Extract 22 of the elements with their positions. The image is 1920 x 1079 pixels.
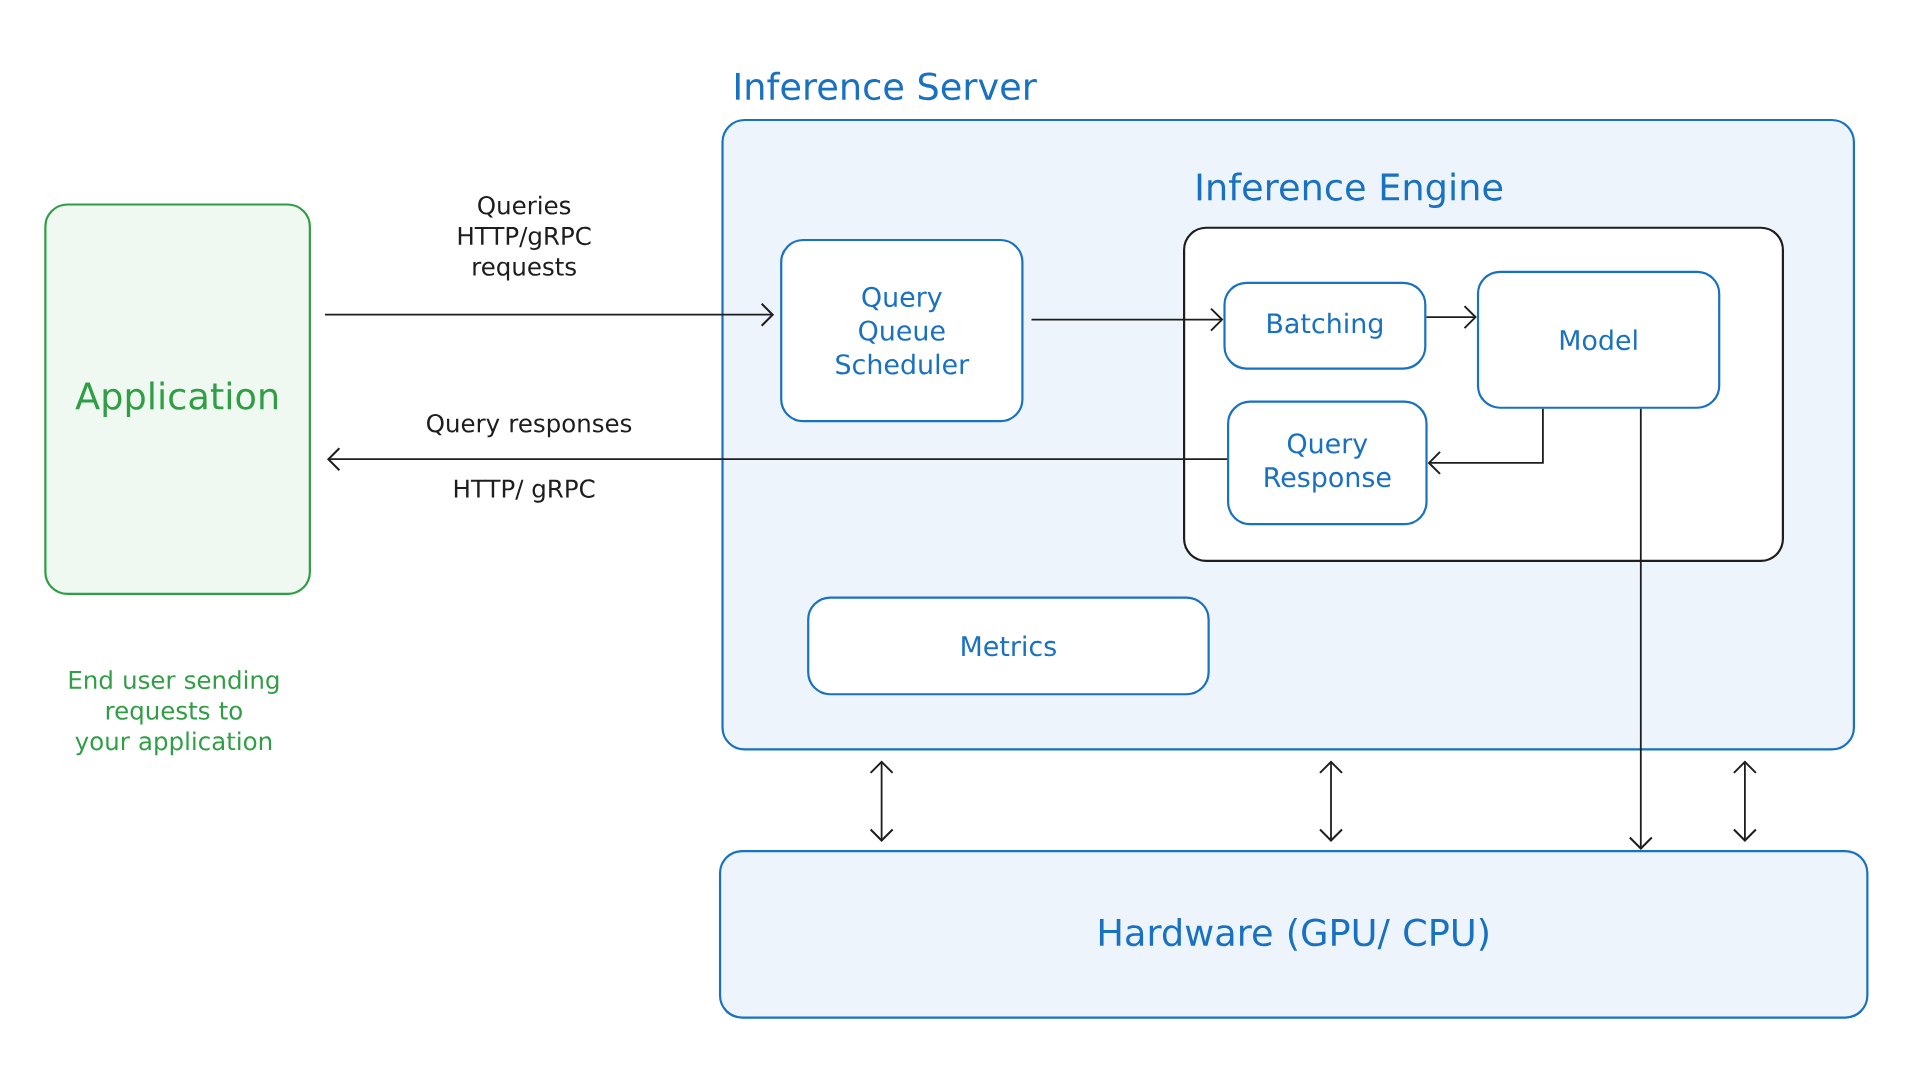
- model-box: Model: [1476, 270, 1721, 409]
- arrow: [1319, 760, 1343, 842]
- edge-label: Queries HTTP/gRPC requests: [458, 195, 591, 281]
- process-box: Batching: [1223, 281, 1427, 370]
- application-box: Application: [44, 203, 311, 595]
- process-box: Query Queue Scheduler: [780, 238, 1024, 423]
- arrow: [869, 760, 894, 842]
- arrow: [326, 447, 1228, 472]
- node-label: Inference Engine: [1197, 172, 1503, 208]
- process-box: Query Response: [1227, 400, 1428, 526]
- arrow: [1427, 407, 1544, 475]
- process-box: Metrics: [807, 596, 1210, 696]
- hardware-box: Hardware (GPU/ CPU): [718, 849, 1869, 1019]
- node-label: Inference Server: [736, 71, 1037, 101]
- arrow: [1425, 305, 1477, 330]
- arrow: [1628, 407, 1653, 850]
- arrow: [1732, 760, 1757, 842]
- text-label: HTTP/ gRPC: [454, 479, 595, 503]
- node-label: End user sending requests to your application: [69, 670, 279, 756]
- arrow: [324, 302, 775, 327]
- arrow: [1030, 307, 1224, 332]
- edge-label: Query responses: [427, 414, 632, 438]
